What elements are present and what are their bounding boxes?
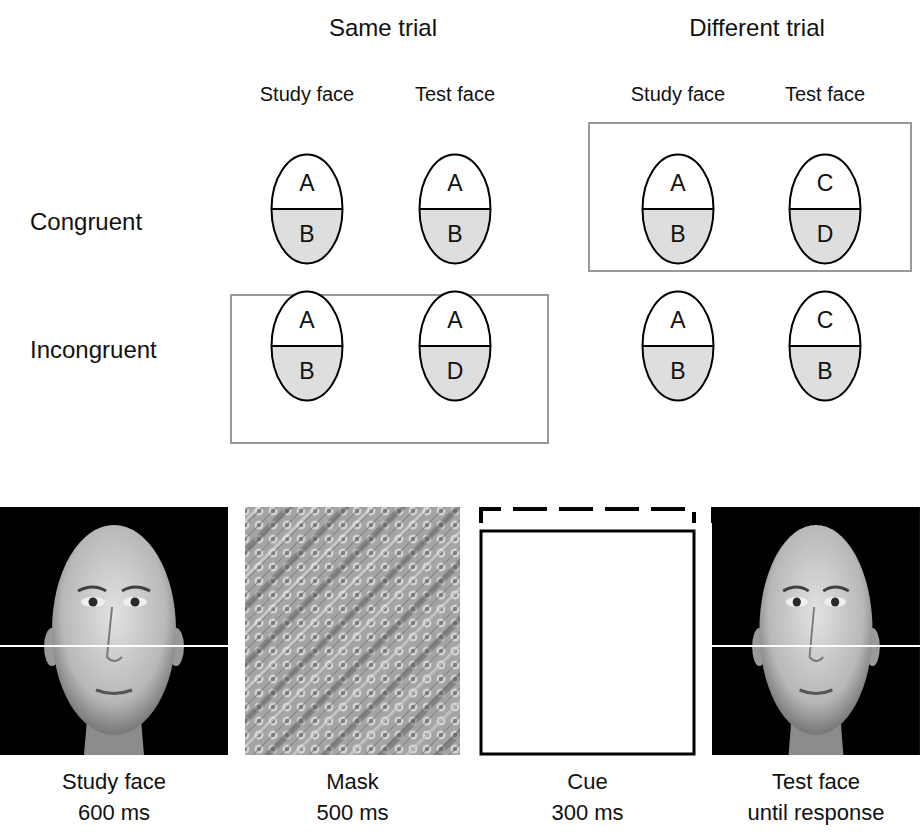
feature-letter: A <box>447 170 462 197</box>
feature-letter: C <box>817 307 834 334</box>
row-label: Incongruent <box>30 336 157 363</box>
row-label: Congruent <box>30 208 142 235</box>
panel-caption: until response <box>748 800 885 825</box>
face-oval: AB <box>270 153 344 265</box>
upper-half <box>790 155 861 210</box>
mask-texture <box>245 507 460 755</box>
divider-line <box>272 208 343 210</box>
feature-letter: D <box>447 358 464 385</box>
sequence-panel: Cue300 ms <box>481 531 694 755</box>
panel-caption: 300 ms <box>551 800 623 825</box>
feature-letter: A <box>447 307 462 334</box>
highlight-frame <box>589 123 911 271</box>
feature-letter: B <box>447 221 462 248</box>
feature-letter: B <box>670 358 685 385</box>
oval-border <box>790 155 861 264</box>
face-oval: CB <box>788 290 862 402</box>
divider-line <box>790 208 861 210</box>
lower-half <box>420 346 491 401</box>
dashed-bracket <box>481 509 694 523</box>
upper-half <box>420 155 491 210</box>
face-photo <box>712 507 920 755</box>
panel-caption: Cue <box>567 769 607 794</box>
oval-border <box>420 292 491 401</box>
upper-half <box>272 155 343 210</box>
lower-half <box>643 209 714 264</box>
column-header: Same trial <box>329 14 437 41</box>
feature-letter: A <box>299 307 314 334</box>
column-header: Different trial <box>689 14 825 41</box>
divider-line <box>420 345 491 347</box>
sequence-panel: Study face600 ms <box>0 507 228 755</box>
feature-letter: A <box>299 170 314 197</box>
column-subheader: Test face <box>415 83 495 105</box>
face-oval: AD <box>418 290 492 402</box>
feature-letter: C <box>817 170 834 197</box>
feature-letter: A <box>670 170 685 197</box>
feature-letter: B <box>299 221 314 248</box>
lower-half <box>790 209 861 264</box>
panel-caption: 500 ms <box>316 800 388 825</box>
sequence-panel: Mask500 ms <box>245 507 460 755</box>
divider-line <box>643 208 714 210</box>
oval-border <box>272 155 343 264</box>
divider-line <box>272 345 343 347</box>
cue-frame <box>481 531 694 754</box>
feature-letter: B <box>670 221 685 248</box>
face-oval: AB <box>641 290 715 402</box>
panel-caption: Study face <box>62 769 166 794</box>
face-oval: AB <box>418 153 492 265</box>
upper-half <box>272 292 343 347</box>
lower-half <box>272 209 343 264</box>
divider-line <box>420 208 491 210</box>
face-oval: CD <box>788 153 862 265</box>
feature-letter: D <box>817 221 834 248</box>
oval-border <box>790 292 861 401</box>
oval-border <box>420 155 491 264</box>
upper-half <box>643 155 714 210</box>
upper-half <box>790 292 861 347</box>
face-photo <box>0 507 228 755</box>
oval-border <box>643 155 714 264</box>
divider-line <box>643 345 714 347</box>
sequence-panel: Test faceuntil response <box>712 507 920 755</box>
feature-letter: B <box>299 358 314 385</box>
panel-caption: Test face <box>772 769 860 794</box>
column-subheader: Test face <box>785 83 865 105</box>
lower-half <box>790 346 861 401</box>
lower-half <box>272 346 343 401</box>
column-subheader: Study face <box>260 83 355 105</box>
lower-half <box>643 346 714 401</box>
upper-half <box>420 292 491 347</box>
lower-half <box>420 209 491 264</box>
feature-letter: A <box>670 307 685 334</box>
face-oval: AB <box>641 153 715 265</box>
panel-caption: Mask <box>326 769 379 794</box>
oval-border <box>272 292 343 401</box>
mask-texture <box>245 507 460 755</box>
divider-line <box>790 345 861 347</box>
oval-border <box>643 292 714 401</box>
column-subheader: Study face <box>631 83 726 105</box>
face-oval: AB <box>270 290 344 402</box>
upper-half <box>643 292 714 347</box>
feature-letter: B <box>817 358 832 385</box>
panel-caption: 600 ms <box>78 800 150 825</box>
